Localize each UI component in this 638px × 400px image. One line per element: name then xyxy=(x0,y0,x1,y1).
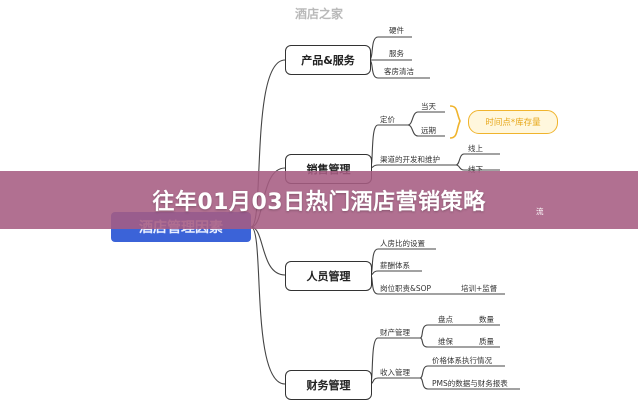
branch-finance-management: 财务管理 xyxy=(285,370,372,400)
title-banner: 往年01月03日热门酒店营销策略 xyxy=(0,171,638,229)
finance-item-income: 收入管理 xyxy=(380,368,410,377)
finance-item-asset: 财产管理 xyxy=(380,328,410,337)
sales-item-channel: 渠道的开发和维护 xyxy=(380,155,440,164)
asset-quantity: 数量 xyxy=(479,315,494,324)
brace-shape xyxy=(449,105,461,139)
watermark-text: 酒店之家 xyxy=(294,7,343,21)
asset-maintenance: 维保 xyxy=(438,337,453,346)
highlight-time-inventory: 时间点*库存量 xyxy=(468,110,558,134)
hr-item-salary: 薪酬体系 xyxy=(380,261,410,270)
hr-item-training: 培训+监督 xyxy=(461,284,498,293)
sales-hidden-tail: 流 xyxy=(536,207,544,216)
product-item-hardware: 硬件 xyxy=(389,26,404,35)
product-item-service: 服务 xyxy=(389,49,404,58)
pricing-today: 当天 xyxy=(421,102,436,111)
channel-offline: 线下 xyxy=(468,165,483,174)
income-pms-report: PMS的数据与财务报表 xyxy=(432,379,508,388)
income-price-system: 价格体系执行情况 xyxy=(432,356,492,365)
pricing-long-term: 远期 xyxy=(421,126,436,135)
branch-hr-management: 人员管理 xyxy=(285,261,372,291)
asset-quality: 质量 xyxy=(479,337,494,346)
channel-online: 线上 xyxy=(468,144,483,153)
asset-inventory: 盘点 xyxy=(438,315,453,324)
sales-item-pricing: 定价 xyxy=(380,115,395,124)
banner-title: 往年01月03日热门酒店营销策略 xyxy=(152,190,486,215)
hr-item-ratio: 人房比的设置 xyxy=(380,239,425,248)
hr-item-sop: 岗位职责&SOP xyxy=(380,284,432,293)
branch-product-service: 产品&服务 xyxy=(285,45,371,75)
product-item-cleaning: 客房清洁 xyxy=(384,67,414,76)
